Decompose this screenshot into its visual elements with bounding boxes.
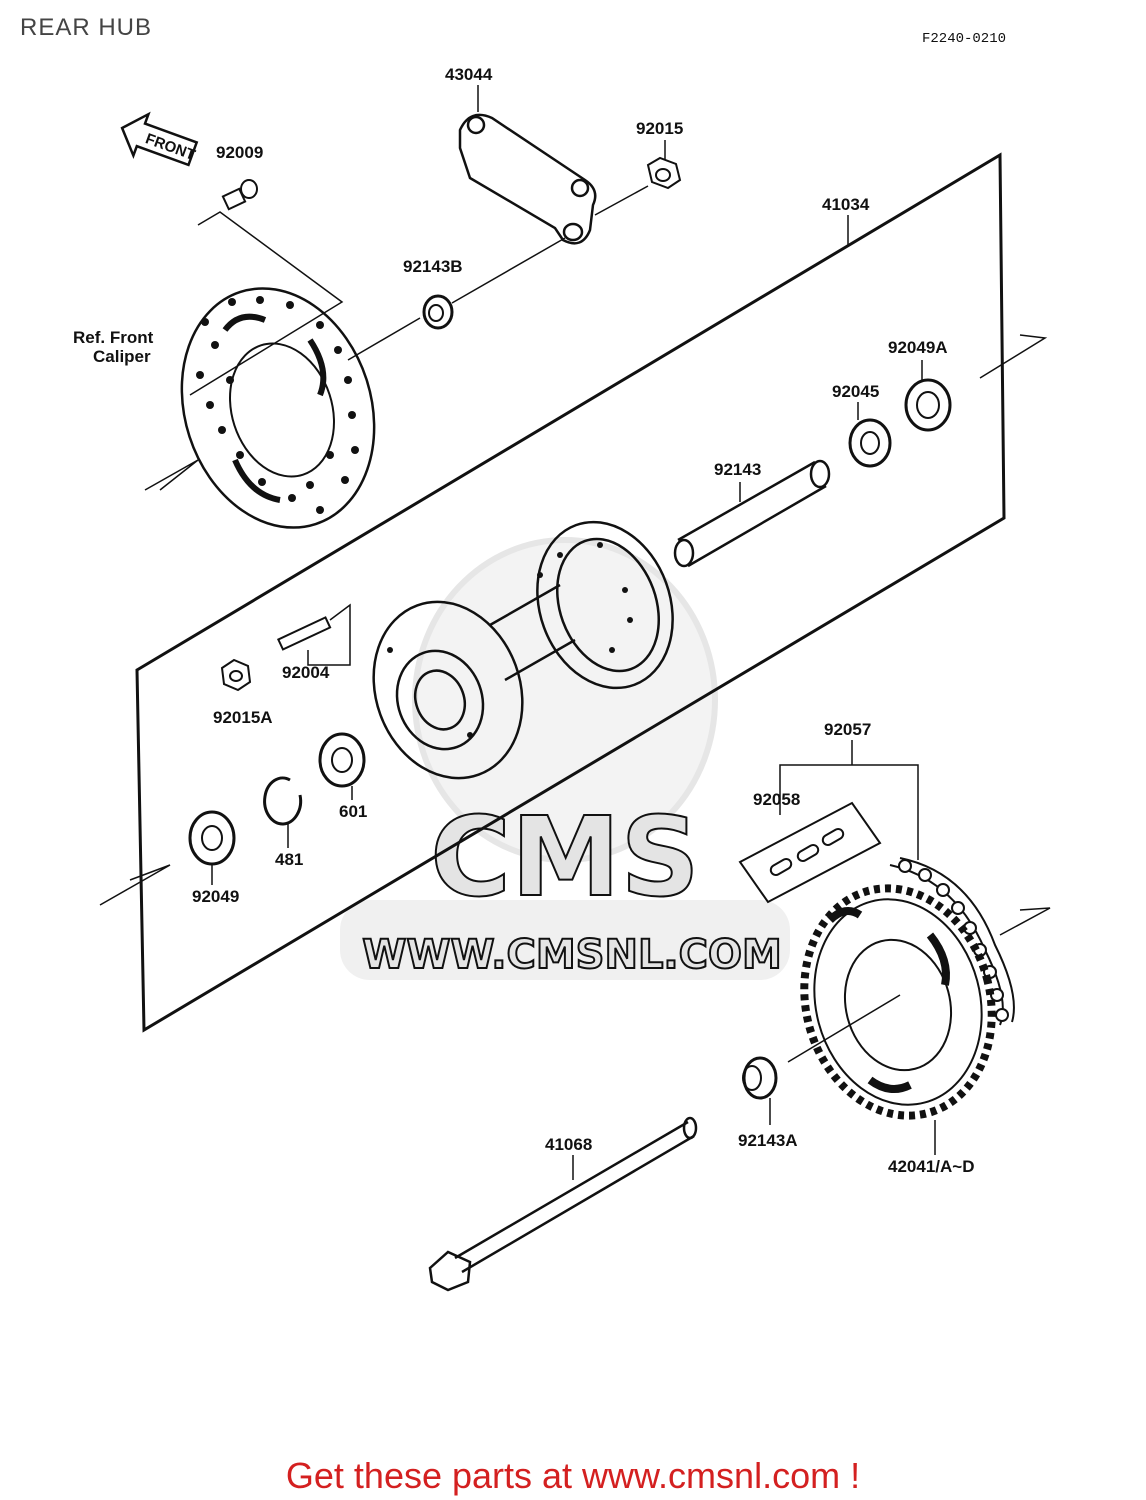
figure-code: F2240-0210	[922, 31, 1007, 47]
master-link-92058-icon	[738, 801, 882, 904]
label-92143b: 92143B	[403, 257, 463, 276]
label-601: 601	[339, 802, 367, 821]
label-92049: 92049	[192, 887, 239, 906]
stud-92004-icon	[276, 616, 332, 651]
label-92009: 92009	[216, 143, 263, 162]
label-92015a: 92015A	[213, 708, 273, 727]
watermark: CMS WWW.CMSNL.COM	[340, 537, 790, 980]
label-92057: 92057	[824, 720, 871, 739]
label-92015: 92015	[636, 119, 683, 138]
brake-disc-icon	[180, 287, 376, 529]
label-41068: 41068	[545, 1135, 592, 1154]
break-marks	[99, 334, 1051, 936]
footer-link-text[interactable]: Get these parts at www.cmsnl.com !	[285, 1455, 861, 1496]
wheel-hub-icon	[372, 520, 674, 780]
nut-92015a-icon	[220, 658, 252, 692]
spacer-92143b-icon	[422, 294, 454, 330]
label-92058: 92058	[753, 790, 800, 809]
label-92143: 92143	[714, 460, 761, 479]
axle-41068-icon	[428, 1116, 698, 1292]
bearing-601-icon	[318, 732, 366, 788]
label-92143a: 92143A	[738, 1131, 798, 1150]
leader-92143b	[451, 237, 566, 304]
label-481: 481	[275, 850, 303, 869]
hub-assembly-frame	[135, 152, 1006, 1033]
bearing-92049a-icon	[904, 378, 952, 432]
bearing-92049-icon	[188, 810, 236, 866]
label-92049a: 92049A	[888, 338, 948, 357]
sprocket-42041-icon	[800, 884, 996, 1120]
label-caliper: Caliper	[93, 347, 151, 366]
nut-92015-icon	[646, 156, 682, 190]
page-title: REAR HUB	[20, 14, 153, 41]
label-42041: 42041/A~D	[888, 1157, 974, 1176]
front-arrow-icon: FRONT	[120, 111, 199, 167]
leader-92015-b	[594, 185, 649, 216]
drive-chain-icon	[889, 857, 1015, 1026]
part-labels: 43044 92015 92009 41034 92143B Ref. Fron…	[73, 65, 974, 1176]
leader-92057	[779, 764, 919, 860]
label-92004: 92004	[282, 663, 330, 682]
watermark-url: WWW.CMSNL.COM	[362, 932, 782, 978]
leader-92009	[189, 211, 344, 396]
caliper-bracket-43044-icon	[458, 113, 597, 245]
leader-92004	[307, 603, 351, 666]
label-ref-front: Ref. Front	[73, 328, 154, 347]
bolt-92009-icon	[221, 179, 258, 211]
label-43044: 43044	[445, 65, 493, 84]
bearing-92045-icon	[848, 418, 892, 468]
collar-92143-icon	[673, 459, 831, 568]
circlip-481-icon	[263, 776, 303, 826]
leader-disc-to-spacer	[347, 317, 421, 361]
spacer-92143a-icon	[742, 1056, 778, 1100]
watermark-brand: CMS	[430, 793, 699, 921]
label-92045: 92045	[832, 382, 879, 401]
label-41034: 41034	[822, 195, 870, 214]
leader-sprocket-axis	[787, 994, 901, 1063]
